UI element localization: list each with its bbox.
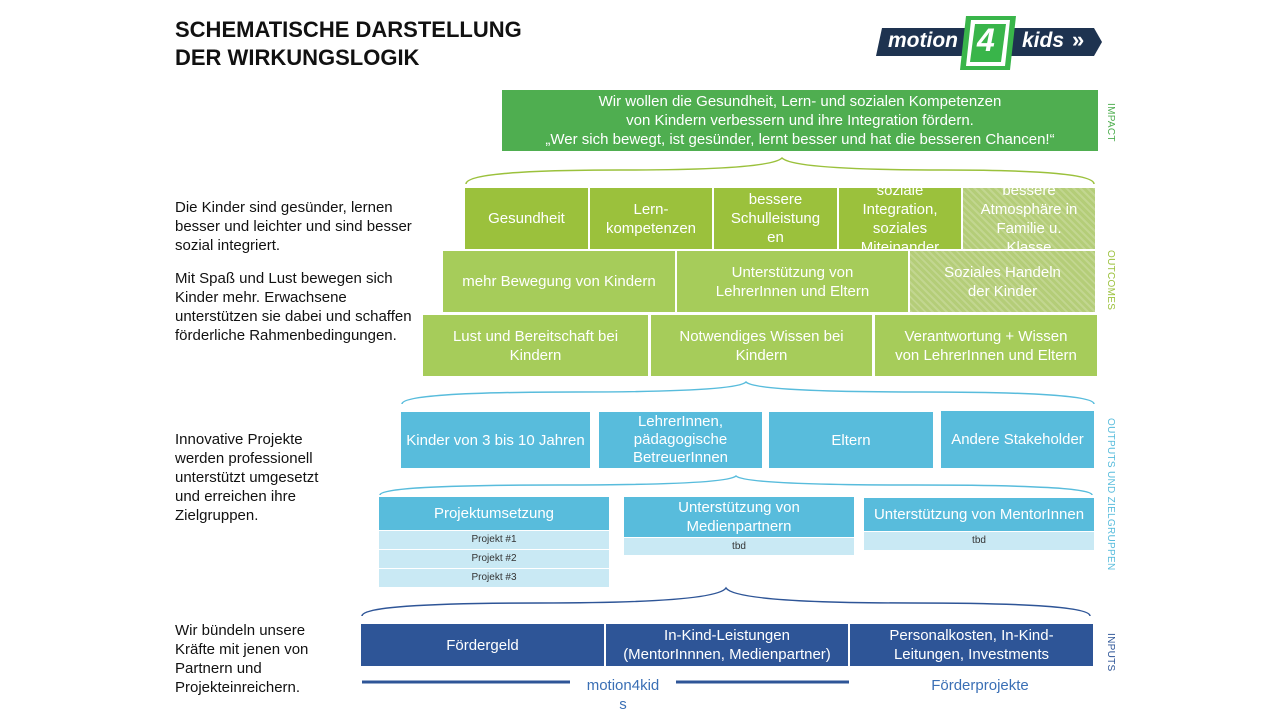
impact-line-3: „Wer sich bewegt, ist gesünder, lernt be… xyxy=(545,131,1055,148)
outcome-gesundheit: Gesundheit xyxy=(465,188,588,249)
target-kinder: Kinder von 3 bis 10 Jahren xyxy=(401,412,590,468)
title-line-1: SCHEMATISCHE DARSTELLUNG xyxy=(175,17,522,42)
support-projekt-3: Projekt #3 xyxy=(379,569,609,587)
logo-word-motion: motion xyxy=(888,29,958,52)
support-projekt-2: Projekt #2 xyxy=(379,550,609,568)
outcome-soziale-integration: soziale Integration, soziales Miteinande… xyxy=(839,188,961,249)
logo-digit: 4 xyxy=(977,22,995,58)
logo-graphic xyxy=(876,16,1102,70)
bottom-label-foerderprojekte: Förderprojekte xyxy=(931,677,1029,694)
impact-box: Wir wollen die Gesundheit, Lern- und soz… xyxy=(502,90,1098,151)
logo-word-kids: kids xyxy=(1022,29,1065,52)
brace-outcomes xyxy=(401,380,1095,405)
support-mentorinnen-tbd: tbd xyxy=(864,532,1094,550)
support-medienpartner-tbd: tbd xyxy=(624,538,854,555)
target-eltern: Eltern xyxy=(769,412,933,468)
brace-impact xyxy=(465,156,1095,185)
support-mentorinnen: Unterstützung von MentorInnen xyxy=(864,498,1094,531)
target-andere-stakeholder: Andere Stakeholder xyxy=(941,411,1094,468)
bottom-label-motion4kids: motion4kid s xyxy=(586,677,660,713)
outcome-soziales-handeln: Soziales Handeln der Kinder xyxy=(910,251,1095,312)
page-title: SCHEMATISCHE DARSTELLUNG DER WIRKUNGSLOG… xyxy=(175,16,522,72)
input-foerdergeld: Fördergeld xyxy=(361,624,604,666)
support-projektumsetzung: Projektumsetzung xyxy=(379,497,609,530)
outcome-schulleistungen: bessere Schulleistung en xyxy=(714,188,837,249)
outcome-mehr-bewegung: mehr Bewegung von Kindern xyxy=(443,251,675,312)
outcome-unterstuetzung: Unterstützung von LehrerInnen und Eltern xyxy=(677,251,908,312)
title-line-2: DER WIRKUNGSLOGIK xyxy=(175,45,420,70)
target-lehrerinnen: LehrerInnen, pädagogische BetreuerInnen xyxy=(599,412,762,468)
outcome-notwendiges-wissen: Notwendiges Wissen bei Kindern xyxy=(651,315,872,376)
side-text-outcomes-1: Die Kinder sind gesünder, lernen besser … xyxy=(175,199,412,254)
impact-line-2: von Kindern verbessern und ihre Integrat… xyxy=(626,112,974,129)
brace-targets xyxy=(379,474,1093,496)
side-text-inputs: Wir bündeln unsere Kräfte mit jenen von … xyxy=(175,622,309,696)
outcome-atmosphaere: bessere Atmosphäre in Familie u. Klasse xyxy=(963,188,1095,249)
outcome-lernkompetenzen: Lern- kompetenzen xyxy=(590,188,712,249)
outcome-verantwortung: Verantwortung + Wissen von LehrerInnen u… xyxy=(875,315,1097,376)
inputs-label: INPUTS xyxy=(1105,633,1116,672)
outputs-label: OUTPUTS UND ZIELGRUPPEN xyxy=(1105,418,1116,571)
logo-arrows: » xyxy=(1072,27,1085,52)
input-personalkosten: Personalkosten, In-Kind- Leitungen, Inve… xyxy=(850,624,1093,666)
support-projekt-1: Projekt #1 xyxy=(379,531,609,549)
side-text-outcomes-2: Mit Spaß und Lust bewegen sich Kinder me… xyxy=(175,270,412,344)
input-in-kind-leistungen: In-Kind-Leistungen (MentorInnnen, Medien… xyxy=(606,624,848,666)
outcome-lust-bereitschaft: Lust und Bereitschaft bei Kindern xyxy=(423,315,648,376)
support-medienpartner: Unterstützung von Medienpartnern xyxy=(624,497,854,537)
motion4kids-logo: motion 4 kids » xyxy=(876,14,1102,72)
impact-line-1: Wir wollen die Gesundheit, Lern- und soz… xyxy=(598,93,1002,110)
side-text-outputs: Innovative Projekte werden professionell… xyxy=(175,431,319,524)
brace-inputs xyxy=(361,586,1091,617)
outcomes-label: OUTCOMES xyxy=(1105,250,1116,311)
